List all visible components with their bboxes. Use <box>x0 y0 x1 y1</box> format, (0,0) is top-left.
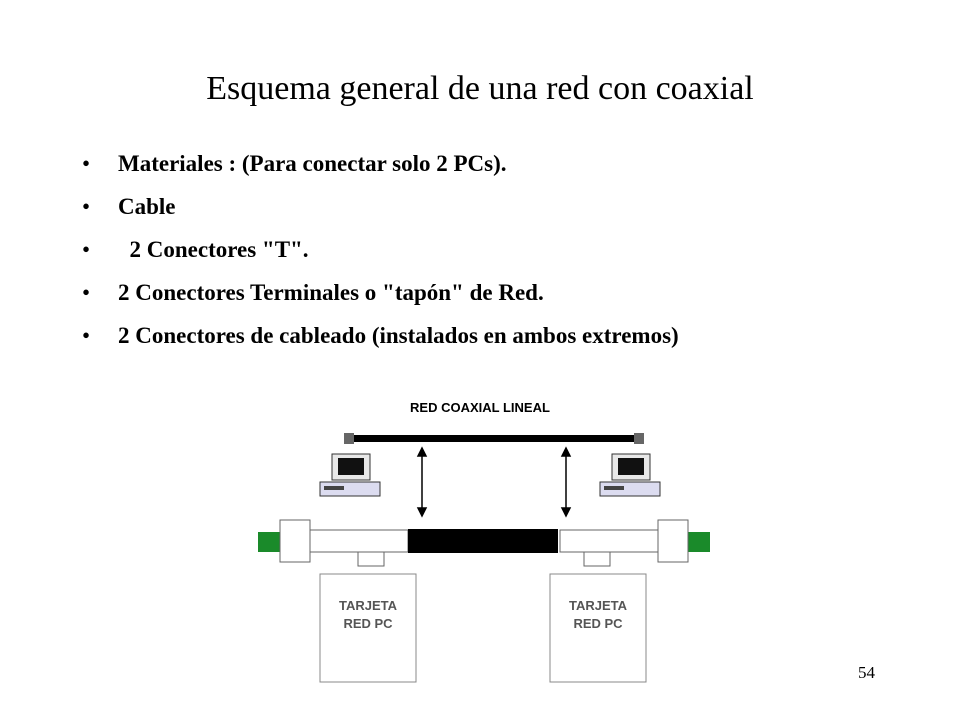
card-left-line2: RED PC <box>343 616 393 631</box>
bullet-text: 2 Conectores Terminales o "tapón" de Red… <box>118 280 544 305</box>
t-stem-right <box>583 551 611 567</box>
page-number: 54 <box>858 663 875 682</box>
coax-assembly-icon <box>258 519 710 567</box>
coax-cable <box>408 529 558 553</box>
bullet-text: 2 Conectores "T". <box>118 237 309 262</box>
bullet-text: Cable <box>118 194 176 219</box>
screen-left <box>338 458 364 475</box>
bnc-connector-right <box>657 519 689 563</box>
bullet-item: • 2 Conectores Terminales o "tapón" de Re… <box>82 277 802 309</box>
slide-title: Esquema general de una red con coaxial <box>206 70 754 107</box>
case-left <box>319 481 381 497</box>
computer-right-icon <box>599 453 661 497</box>
t-stem-left <box>357 551 385 567</box>
bullet-item: • Materiales : (Para conectar solo 2 PCs)… <box>82 148 802 180</box>
bullet-item: • Cable <box>82 191 802 223</box>
bus-cable-icon <box>344 433 644 444</box>
card-right-line1: TARJETA <box>569 598 628 613</box>
bnc-connector-left <box>279 519 311 563</box>
case-right <box>599 481 661 497</box>
bullet-text: Materiales : (Para conectar solo 2 PCs). <box>118 151 507 176</box>
card-left-line1: TARJETA <box>339 598 398 613</box>
diagram-heading: RED COAXIAL LINEAL <box>410 400 550 415</box>
arrow-right-icon <box>560 446 572 518</box>
bullet-dot: • <box>82 237 91 262</box>
card-right-line2: RED PC <box>573 616 623 631</box>
bullet-list: • Materiales : (Para conectar solo 2 PCs)… <box>82 148 802 363</box>
bullet-dot: • <box>82 280 91 305</box>
screen-right <box>618 458 644 475</box>
bus-cable <box>352 435 636 442</box>
bus-cable-end-left <box>344 433 354 444</box>
arrow-left-icon <box>416 446 428 518</box>
t-connector-left <box>309 529 409 553</box>
bullet-item: • 2 Conectores "T". <box>82 234 802 266</box>
terminator-right <box>688 532 710 552</box>
coaxial-network-diagram: RED COAXIAL LINEAL <box>240 392 720 710</box>
terminator-left <box>258 532 280 552</box>
network-card-left-icon: TARJETA RED PC <box>319 573 417 683</box>
network-card-right-icon: TARJETA RED PC <box>549 573 647 683</box>
bullet-dot: • <box>82 323 91 348</box>
card-right-box <box>549 573 647 683</box>
bullet-text: 2 Conectores de cableado (instalados en … <box>118 323 679 348</box>
bullet-dot: • <box>82 194 91 219</box>
card-left-box <box>319 573 417 683</box>
t-connector-right <box>559 529 659 553</box>
bullet-item: • 2 Conectores de cableado (instalados en… <box>82 320 802 352</box>
bus-cable-end-right <box>634 433 644 444</box>
computer-left-icon <box>319 453 381 497</box>
bullet-dot: • <box>82 151 91 176</box>
